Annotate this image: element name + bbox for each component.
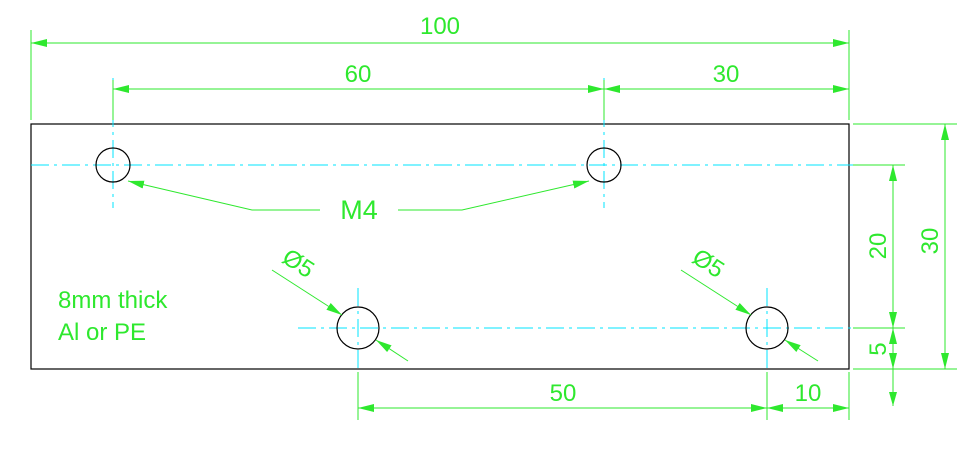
thread-callout: M4 [340,195,378,225]
m4-hole-right [586,147,622,183]
d5-hole-left [336,306,380,350]
dim-top-hole-height: 20 [865,233,892,260]
note-material: Al or PE [58,319,146,346]
plate-outline [30,123,850,370]
m4-hole-left [95,147,131,183]
dim-bottom-hole-height: 5 [865,342,892,355]
leaders [127,180,819,362]
d5-leader-left-a [271,269,343,316]
dim-right-offset-top: 30 [713,61,740,88]
d5-hole-right [745,306,789,350]
dim-hole-spacing-top: 60 [345,61,372,88]
d5-leader-right-b [784,339,819,362]
d5-leader-right-a [680,269,752,316]
dim-right-offset-bottom: 10 [795,380,822,407]
note-thickness: 8mm thick [58,287,168,314]
d5-leader-left-b [375,339,409,362]
dimension-lines [31,39,949,412]
holes [95,147,789,350]
m4-leader-left [127,180,320,211]
dim-bottom-hole-spacing: 50 [550,380,577,407]
m4-leader-right [398,180,590,211]
dim-overall-height: 30 [917,228,944,255]
dim-overall-width: 100 [420,13,460,40]
